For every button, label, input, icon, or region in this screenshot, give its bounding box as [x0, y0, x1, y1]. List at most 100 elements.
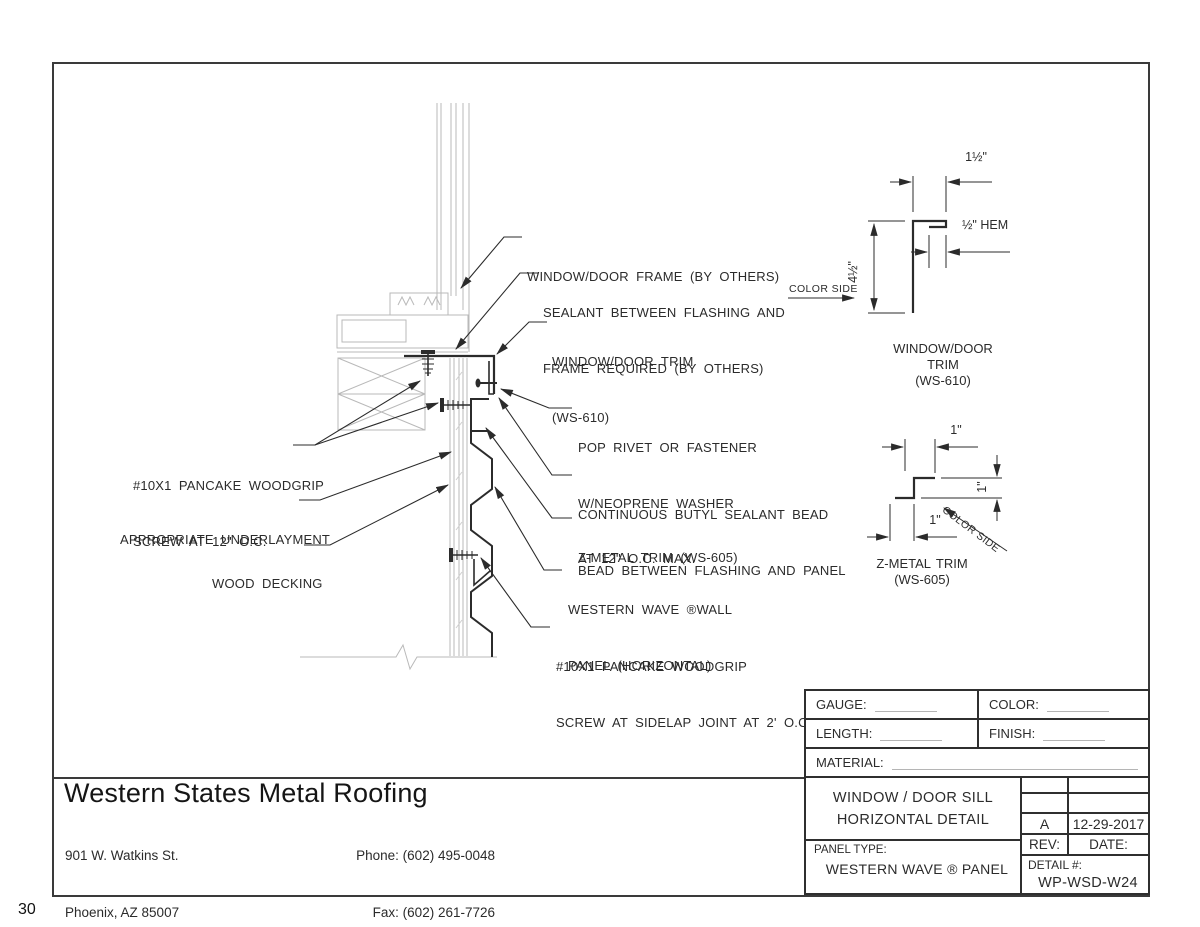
wave-panel-profile	[470, 400, 493, 657]
trim-and-panel-profile	[404, 354, 496, 657]
callout-line: SEALANT BETWEEN FLASHING AND	[543, 305, 785, 320]
pancake-screw-vertical	[421, 350, 435, 376]
callout-line: SCREW AT 12" O.C.	[133, 533, 267, 549]
color-label: COLOR:	[989, 697, 1039, 712]
ws605-profile	[895, 476, 935, 500]
window-door-trim-profile	[404, 354, 496, 394]
sheet-border	[52, 62, 1150, 897]
callout-line: APPROPRIATE UNDERLAYMENT	[120, 532, 331, 547]
length-cell: LENGTH:	[806, 720, 979, 747]
pancake-screw-horizontal	[440, 398, 470, 412]
date-label: DATE:	[1089, 837, 1128, 852]
callout-line: SCREW AT SIDELAP JOINT AT 2' O.C.	[556, 714, 812, 730]
sidelap-clip	[473, 559, 491, 587]
ws605-dim-right: 1"	[975, 481, 989, 493]
ws605-caption: Z-METAL TRIM (WS-605)	[858, 556, 986, 588]
drawing-title-line1: WINDOW / DOOR SILL	[832, 789, 994, 806]
phone-number: Phone: (602) 495-0048	[356, 848, 495, 864]
callout-line: PANEL (HORIZONTAL)	[568, 657, 712, 673]
rev-label: REV:	[1022, 835, 1069, 854]
title-block: GAUGE: COLOR: LENGTH: FINISH: MATERIAL:	[804, 689, 1150, 895]
ws610-dim-hem: ½" HEM	[962, 218, 1009, 232]
callout-line: WINDOW/DOOR FRAME (BY OTHERS)	[527, 269, 780, 284]
address-line1: 901 W. Watkins St.	[65, 848, 179, 864]
gauge-label: GAUGE:	[816, 697, 867, 712]
sidelap-screw	[449, 548, 491, 587]
panel-type-cell: PANEL TYPE: WESTERN WAVE ® PANEL	[806, 841, 1020, 893]
callout-pancake-screw: #10X1 PANCAKE WOODGRIP SCREW AT 12" O.C.	[133, 440, 324, 588]
color-blank-field	[1046, 698, 1109, 712]
company-block: Western States Metal Roofing 901 W. Watk…	[52, 777, 804, 920]
ws605-caption-line2: (WS-605)	[894, 572, 950, 587]
callout-line: #10X1 PANCAKE WOODGRIP	[133, 478, 325, 493]
ws610-color-side-label: COLOR SIDE	[789, 283, 858, 295]
callout-line: Z-METAL TRIM (WS-605)	[578, 550, 738, 565]
rev-value: A	[1022, 814, 1069, 833]
length-blank-field	[880, 727, 943, 741]
date-value: 12-29-2017	[1072, 815, 1145, 832]
revision-empty-row	[1022, 794, 1148, 814]
callout-window-door-trim: WINDOW/DOOR TRIM (WS-610)	[552, 316, 694, 464]
callout-line: BEAD BETWEEN FLASHING AND PANEL	[578, 562, 846, 578]
callout-underlayment: APPROPRIATE UNDERLAYMENT	[120, 494, 330, 587]
revision-entry-row: A 12-29-2017	[1022, 814, 1148, 835]
page-number: 30	[18, 901, 36, 918]
callout-line: WESTERN WAVE ®WALL	[568, 602, 733, 617]
bottom-band-divider	[52, 777, 1148, 779]
break-line	[300, 643, 497, 671]
finish-label: FINISH:	[989, 726, 1036, 741]
callout-sidelap-screw: #10X1 PANCAKE WOODGRIP SCREW AT SIDELAP …	[556, 621, 811, 769]
callout-line: CONTINUOUS BUTYL SEALANT BEAD	[578, 507, 829, 522]
callout-pop-rivet: POP RIVET OR FASTENER W/NEOPRENE WASHER …	[578, 402, 757, 606]
callout-western-wave-panel: WESTERN WAVE ®WALL PANEL (HORIZONTAL)	[568, 564, 732, 712]
ws605-caption-line1: Z-METAL TRIM	[876, 556, 968, 571]
ws605-color-side-arrow	[943, 507, 1008, 552]
gauge-cell: GAUGE:	[806, 691, 979, 718]
callout-z-metal-trim: Z-METAL TRIM (WS-605)	[578, 512, 738, 605]
color-cell: COLOR:	[979, 691, 1148, 718]
ws605-dim-top: 1"	[950, 423, 962, 437]
revision-empty-row	[1022, 778, 1148, 794]
fax-number: Fax: (602) 261-7726	[372, 904, 495, 920]
panel-type-label: PANEL TYPE:	[814, 844, 887, 856]
detail-number-cell: DETAIL #: WP-WSD-W24	[1022, 856, 1148, 893]
detail-number-value: WP-WSD-W24	[1038, 875, 1138, 891]
fasteners	[421, 350, 497, 587]
company-phones: Phone: (602) 495-0048 Fax: (602) 261-772…	[292, 810, 495, 927]
material-cell: MATERIAL:	[806, 749, 1148, 776]
finish-cell: FINISH:	[979, 720, 1148, 747]
z-metal-trim-profile	[470, 398, 489, 432]
pop-rivet	[475, 378, 497, 388]
length-label: LENGTH:	[816, 726, 873, 741]
callout-line: FRAME REQUIRED (BY OTHERS)	[543, 360, 764, 376]
gauge-blank-field	[874, 698, 937, 712]
drawing-title: WINDOW / DOOR SILL HORIZONTAL DETAIL	[806, 778, 1020, 841]
callout-line: AT 12" O.C. MAX.	[578, 551, 696, 566]
leader-lines	[293, 236, 572, 628]
callout-butyl-sealant: CONTINUOUS BUTYL SEALANT BEAD BEAD BETWE…	[578, 469, 846, 617]
window-frame-lines	[336, 103, 470, 353]
company-address: 901 W. Watkins St. Phoenix, AZ 85007 www…	[65, 810, 226, 927]
callout-wood-decking: WOOD DECKING	[212, 538, 323, 631]
revision-header-row: REV: DATE:	[1022, 835, 1148, 856]
callout-line: WINDOW/DOOR TRIM	[552, 354, 694, 369]
ws610-figure	[788, 176, 1010, 314]
callout-line: W/NEOPRENE WASHER	[578, 495, 734, 511]
callout-line: WOOD DECKING	[212, 576, 323, 591]
drawing-title-line2: HORIZONTAL DETAIL	[836, 811, 990, 828]
ws610-caption-line2: (WS-610)	[915, 373, 971, 388]
finish-blank-field	[1043, 727, 1106, 741]
ws610-caption-line1: WINDOW/DOOR TRIM	[893, 341, 993, 372]
callout-line: #10X1 PANCAKE WOODGRIP	[556, 659, 748, 674]
ws605-figure	[867, 439, 1008, 552]
address-line2: Phoenix, AZ 85007	[65, 904, 180, 920]
detail-number-label: DETAIL #:	[1028, 858, 1083, 872]
wood-framing-x-brace	[337, 357, 426, 431]
material-blank-field	[891, 756, 1138, 770]
company-name: Western States Metal Roofing	[64, 778, 428, 808]
ws605-dim-bottom: 1"	[929, 513, 941, 527]
callout-sealant: SEALANT BETWEEN FLASHING AND FRAME REQUI…	[543, 267, 785, 415]
callout-window-door-frame: WINDOW/DOOR FRAME (BY OTHERS)	[527, 231, 779, 324]
